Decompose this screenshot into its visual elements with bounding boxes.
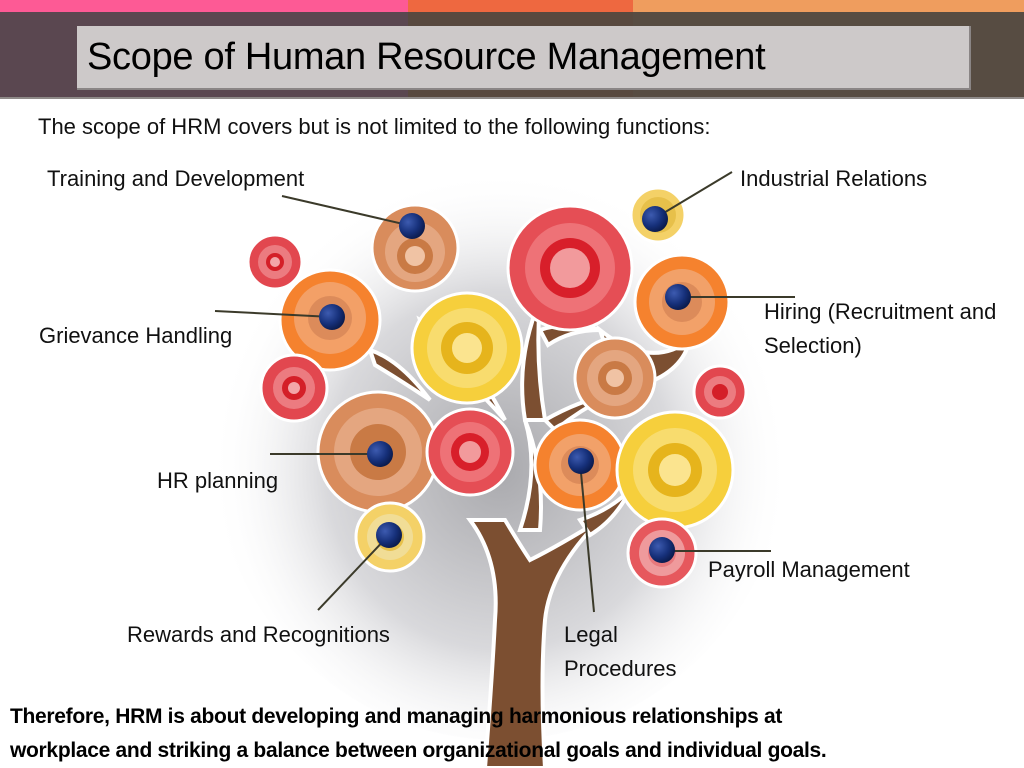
label-hiring-line2: Selection) — [764, 333, 862, 358]
label-hiring-line1: Hiring (Recruitment and — [764, 299, 997, 324]
conclusion-text: Therefore, HRM is about developing and m… — [10, 700, 827, 768]
leader-legal — [579, 461, 595, 613]
page-title: Scope of Human Resource Management — [87, 36, 766, 78]
leader-rewards — [317, 534, 390, 611]
leader-training — [281, 195, 413, 227]
marker-payroll-icon — [649, 537, 675, 563]
marker-hiring-icon — [665, 284, 691, 310]
label-rewards: Rewards and Recognitions — [127, 622, 390, 647]
marker-industrial-icon — [642, 206, 668, 232]
marker-legal-icon — [568, 448, 594, 474]
conclusion-line-2: workplace and striking a balance between… — [10, 739, 827, 762]
flower-yellow-1 — [410, 291, 524, 405]
top-color-stripe — [0, 0, 1024, 12]
markers — [319, 206, 691, 563]
label-hiring: Hiring (Recruitment and Selection) — [764, 295, 996, 363]
leader-industrial — [656, 171, 733, 218]
flower-red-small-3 — [692, 364, 748, 420]
marker-grievance-icon — [319, 304, 345, 330]
label-legal: Legal Procedures — [564, 618, 677, 686]
marker-rewards-icon — [376, 522, 402, 548]
label-industrial: Industrial Relations — [740, 166, 928, 191]
label-grievance: Grievance Handling — [39, 323, 233, 348]
flower-red-mid — [425, 407, 515, 497]
leader-grievance — [214, 310, 333, 318]
flower-training — [370, 203, 460, 293]
stripe-orange — [408, 0, 633, 12]
label-payroll: Payroll Management — [708, 557, 910, 582]
flower-red-large — [506, 204, 634, 332]
flower-yellow-2 — [615, 410, 735, 530]
stripe-pink — [0, 0, 408, 12]
flower-red-small-1 — [246, 233, 304, 291]
label-legal-line2: Procedures — [564, 656, 677, 681]
intro-text: The scope of HRM covers but is not limit… — [38, 114, 711, 139]
header-divider — [0, 97, 1024, 99]
flower-red-small-2 — [259, 353, 329, 423]
label-legal-line1: Legal — [564, 622, 618, 647]
stripe-peach — [633, 0, 1024, 12]
label-hr-planning: HR planning — [157, 468, 279, 493]
marker-hr-planning-icon — [367, 441, 393, 467]
conclusion-line-1: Therefore, HRM is about developing and m… — [10, 705, 783, 728]
flower-tan-mid — [573, 336, 657, 420]
label-training: Training and Development — [47, 166, 305, 191]
marker-training-icon — [399, 213, 425, 239]
title-box: Scope of Human Resource Management — [77, 26, 971, 90]
leader-lines — [214, 171, 795, 613]
